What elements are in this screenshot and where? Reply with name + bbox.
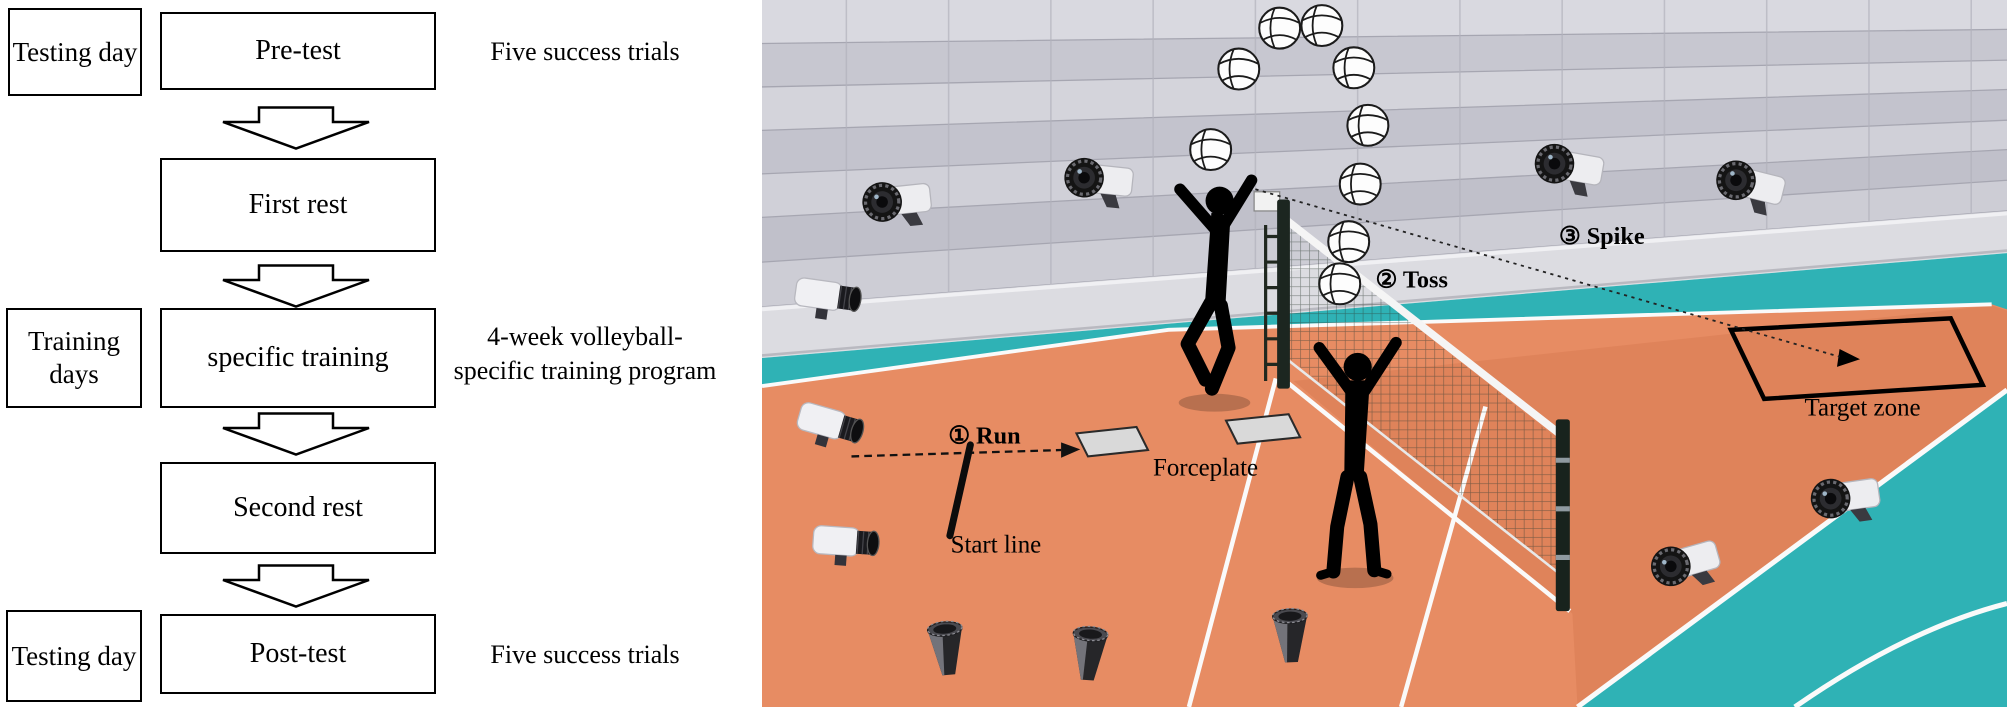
stage-label: Second rest: [233, 491, 363, 523]
label-start-line: Start line: [951, 531, 1042, 558]
scene-panel: ① Run ② Toss ③ Spike Forceplate Start li…: [762, 0, 2007, 707]
volleyball: [1327, 220, 1371, 264]
volleyball: [1300, 4, 1344, 48]
label-target-zone: Target zone: [1805, 395, 1921, 422]
side-label-text: Training days: [27, 326, 121, 389]
net-post-left: [1277, 199, 1290, 389]
side-label-testing-day-bottom: Testing day: [6, 610, 142, 702]
net-tension-frame: [1264, 225, 1281, 381]
center-line: [1287, 381, 1572, 613]
target-zone: [1727, 316, 1987, 402]
adjacent-court-arc: [1793, 600, 2007, 707]
flow-arrow-down-icon: [222, 564, 370, 608]
volleyball-net: [1253, 191, 1570, 612]
volleyball: [1346, 103, 1390, 147]
stage-box-second-rest: Second rest: [160, 462, 436, 554]
flowchart-panel: Testing day Pre-test Five success trials…: [0, 0, 762, 707]
volleyball: [1189, 128, 1233, 172]
label-run: ① Run: [948, 423, 1021, 450]
annotation-pretest: Five success trials: [490, 37, 680, 66]
volleyball: [1258, 6, 1302, 50]
side-label-text: Testing day: [12, 36, 138, 67]
stage-box-specific-training: specific training: [160, 308, 436, 408]
court-sideline: [762, 302, 1992, 389]
flow-arrow-down-icon: [222, 264, 370, 308]
run-arrowhead-icon: [1061, 442, 1081, 458]
player-spiker-silhouette: [1174, 174, 1258, 396]
volleyball: [1338, 162, 1382, 206]
stadium-stands: [762, 0, 2007, 358]
volleyball: [1318, 262, 1362, 306]
stage-box-first-rest: First rest: [160, 158, 436, 252]
annotation-training: 4-week volleyball- specific training pro…: [453, 322, 717, 385]
player-shadow: [1178, 393, 1251, 412]
target-marker-icon: [1836, 349, 1861, 367]
stage-label: specific training: [207, 341, 389, 373]
label-spike: ③ Spike: [1559, 223, 1645, 250]
player-setter-silhouette: [1313, 336, 1402, 580]
stadium-wall: [762, 210, 2007, 358]
run-path-arrow: [851, 448, 1062, 458]
stage-label: Post-test: [249, 637, 347, 669]
label-toss: ② Toss: [1376, 267, 1448, 294]
start-line-mark: [946, 441, 974, 540]
stage-box-pretest: Pre-test: [160, 12, 436, 90]
label-forceplate: Forceplate: [1153, 455, 1258, 482]
net-top-band: [1283, 216, 1570, 443]
stage-label: Pre-test: [255, 34, 341, 66]
volleyball: [1332, 46, 1376, 90]
stage-box-posttest: Post-test: [160, 614, 436, 694]
flow-arrow-down-icon: [222, 106, 370, 150]
side-label-training-days: Training days: [6, 308, 142, 408]
annotation-posttest: Five success trials: [490, 640, 680, 669]
side-label-testing-day-top: Testing day: [8, 8, 142, 96]
stage-label: First rest: [248, 188, 348, 220]
net-post-right: [1555, 419, 1570, 612]
scene-labels: ① Run ② Toss ③ Spike Forceplate Start li…: [948, 223, 1920, 558]
side-label-text: Testing day: [11, 640, 137, 671]
forceplate: [1224, 413, 1302, 445]
flow-arrow-down-icon: [222, 412, 370, 456]
volleyball: [1217, 47, 1261, 91]
back-line: [1575, 387, 2007, 707]
forceplate: [1074, 425, 1150, 458]
floor-markings: [851, 413, 1302, 540]
spike-trajectory-line: [1255, 188, 1840, 358]
